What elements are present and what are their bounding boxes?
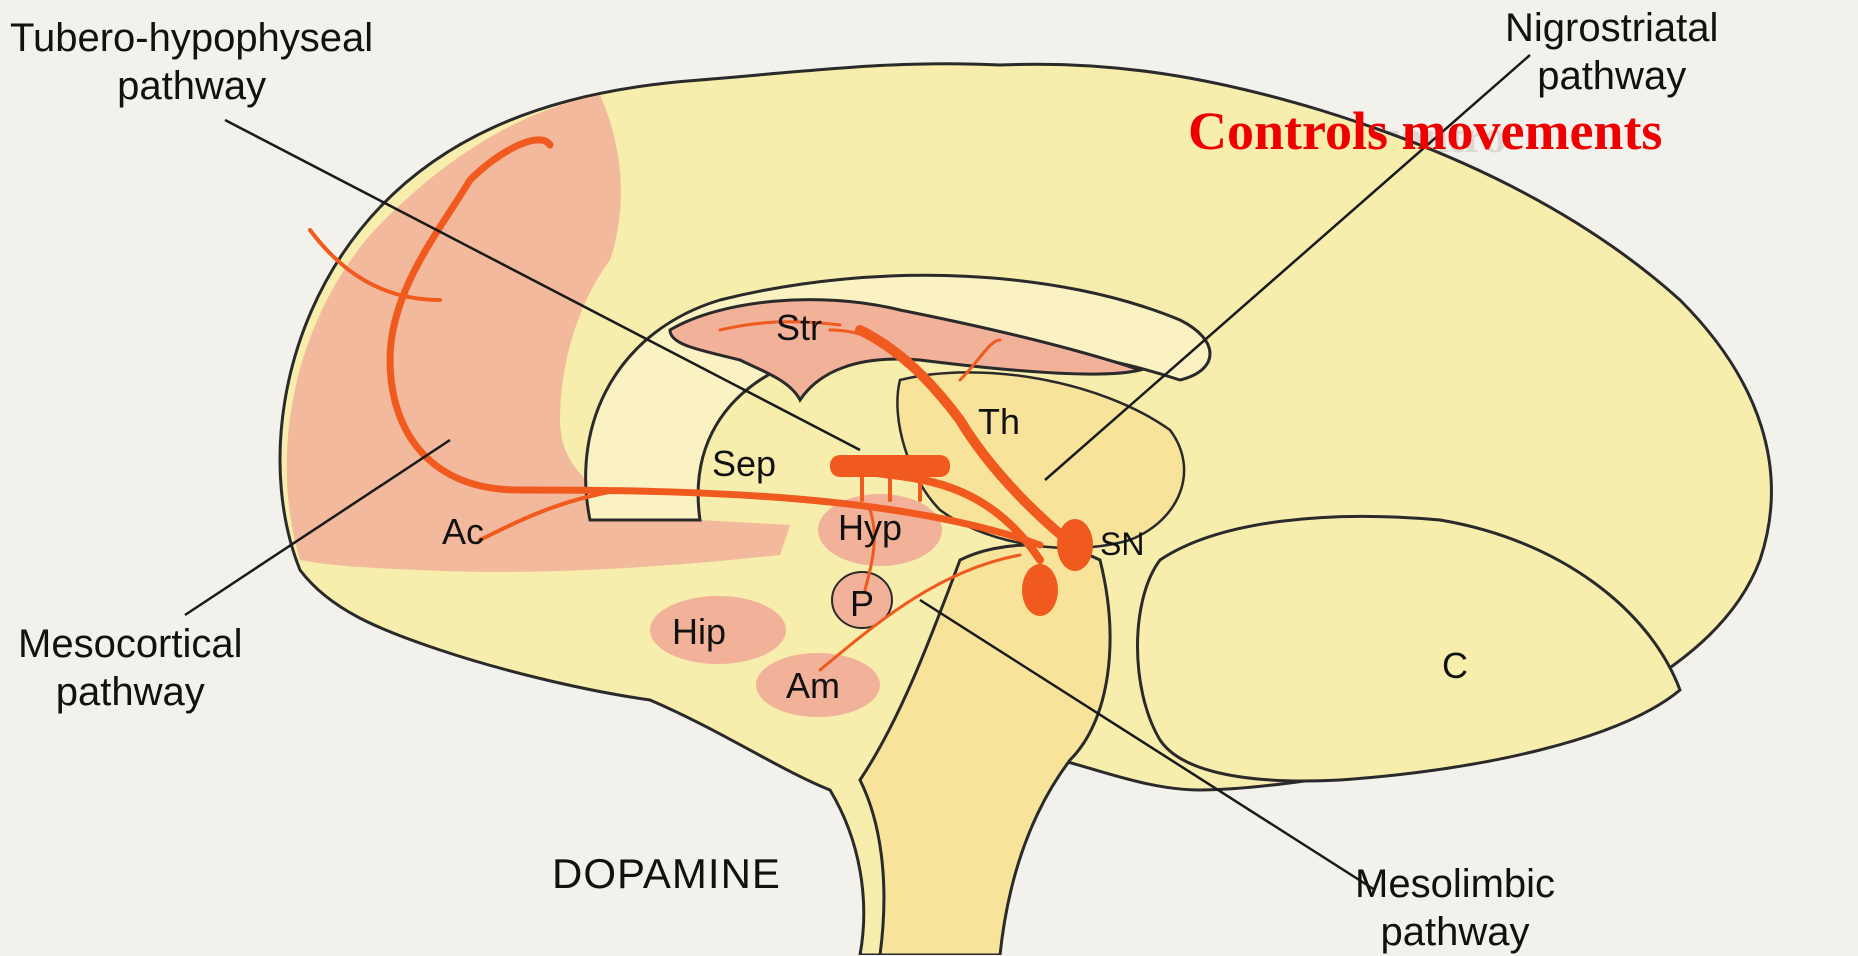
- dopamine-caption: DOPAMINE: [552, 850, 781, 898]
- mesolimbic-line1: Mesolimbic: [1355, 860, 1555, 908]
- mesocortical-line2: pathway: [18, 668, 243, 716]
- hippocampus-label: Hip: [672, 612, 726, 652]
- nigrostriatal-line2: pathway: [1505, 52, 1718, 100]
- arcuate-nucleus-bar: [830, 455, 950, 477]
- substantia-nigra-nucleus: [1057, 519, 1093, 571]
- controls-movements-annotation: Controls movements: [1188, 100, 1662, 162]
- mesocortical-pathway-label: Mesocortical pathway: [18, 620, 243, 716]
- thalamus-label: Th: [978, 402, 1020, 442]
- mesolimbic-pathway-label: Mesolimbic pathway: [1355, 860, 1555, 956]
- mesocortical-line1: Mesocortical: [18, 620, 243, 668]
- tubero-hypophyseal-line1: Tubero-hypophyseal: [10, 14, 373, 62]
- septum-label: Sep: [712, 444, 776, 484]
- cerebellum-label: C: [1442, 646, 1468, 686]
- hypothalamus-label: Hyp: [838, 508, 902, 548]
- pituitary-label: P: [850, 584, 874, 624]
- accumbens-label: Ac: [442, 512, 484, 552]
- mesolimbic-line2: pathway: [1355, 908, 1555, 956]
- nigrostriatal-line1: Nigrostriatal: [1505, 4, 1718, 52]
- nigrostriatal-pathway-label: Nigrostriatal pathway: [1505, 4, 1718, 100]
- striatum-label: Str: [776, 308, 822, 348]
- tubero-hypophyseal-line2: pathway: [10, 62, 373, 110]
- vta-nucleus: [1022, 564, 1058, 616]
- substantia-nigra-label: SN: [1100, 524, 1144, 564]
- amygdala-label: Am: [786, 666, 840, 706]
- tubero-hypophyseal-pathway-label: Tubero-hypophyseal pathway: [10, 14, 373, 110]
